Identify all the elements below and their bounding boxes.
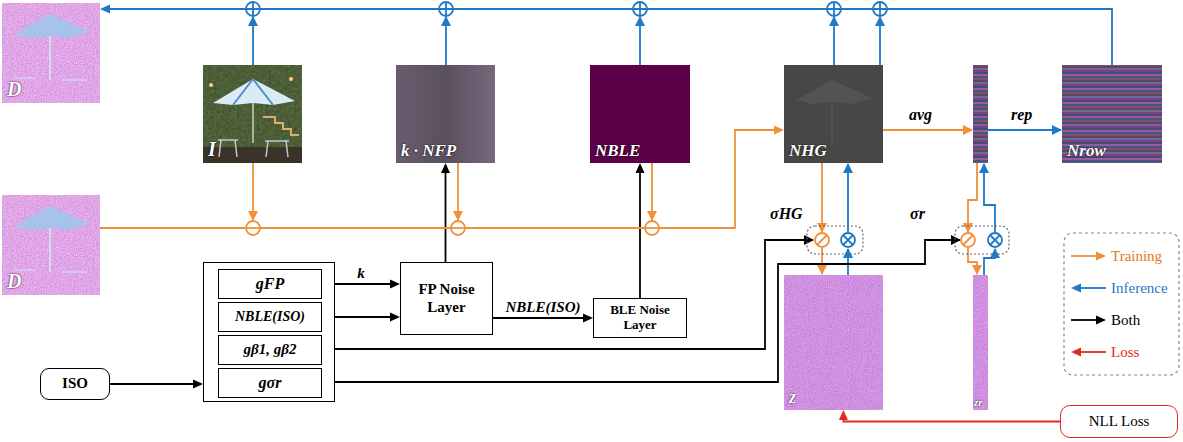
row-noise-image: [1062, 65, 1162, 163]
process-box: ISO: [40, 368, 110, 400]
noisy-image: [2, 3, 100, 103]
arrow-head: [1096, 316, 1106, 325]
box-label: ISO: [62, 375, 88, 392]
process-box: gβ1, gβ2: [218, 335, 322, 365]
image-tile: NBLE: [590, 65, 690, 163]
process-box: NBLE(ISO): [218, 302, 322, 332]
image-label: Nrow: [1067, 141, 1106, 161]
operator-label: σr: [910, 205, 925, 223]
image-tile: D: [2, 3, 100, 103]
process-box: gFP: [218, 269, 322, 299]
process-box: BLE Noise Layer: [593, 298, 687, 338]
image-label: D: [7, 270, 21, 293]
subtract-symbols: [246, 221, 659, 235]
operator-label: rep: [1011, 106, 1032, 124]
process-box: FP Noise Layer: [400, 262, 493, 335]
operator-group: [807, 226, 863, 254]
arrow-head: [390, 313, 400, 322]
arrow-head: [583, 314, 593, 323]
operator-label: σHG: [770, 205, 803, 223]
legend-sample: [1071, 284, 1106, 293]
connector: [441, 163, 450, 262]
connector: [839, 410, 1060, 422]
box-label: NBLE(ISO): [235, 309, 305, 325]
box-label: FP Noise Layer: [405, 281, 488, 316]
operator-label: avg: [909, 106, 932, 124]
image-tile: D: [2, 195, 100, 295]
clean-image: [203, 65, 302, 163]
legend-line: [1071, 319, 1098, 321]
arrow-head: [636, 163, 645, 173]
legend-label: Inference: [1111, 280, 1168, 297]
black-level-image: [590, 65, 690, 163]
image-label: NBLE: [595, 141, 640, 161]
connector-line: [108, 9, 1112, 65]
connector: [636, 163, 645, 298]
connector-line: [843, 418, 1060, 422]
arrow-head: [1071, 348, 1081, 357]
image-label: zr: [974, 396, 983, 409]
connector-line: [110, 383, 195, 385]
arrow-head: [100, 5, 110, 14]
add-symbols: [246, 2, 887, 16]
image-label: k · NFP: [401, 141, 456, 161]
edge-label: NBLE(ISO): [503, 299, 582, 316]
arrow-head: [441, 163, 450, 173]
box-label: gFP: [256, 275, 284, 293]
image-tile: Nrow: [1062, 65, 1162, 163]
legend-sample: [1071, 316, 1106, 325]
legend-line: [1079, 351, 1106, 353]
arrow-head: [774, 126, 784, 135]
connector-line: [445, 171, 447, 262]
legend-frame: [1064, 233, 1179, 375]
divide-symbols: [815, 233, 975, 247]
legend-sample: [1071, 252, 1106, 261]
function-group: gFP NBLE(ISO) gβ1, gβ2 gσr: [203, 262, 335, 402]
legend-line: [1079, 287, 1106, 289]
latent-noise-image: [784, 275, 883, 410]
row-average-image: [973, 65, 988, 163]
connector: [110, 380, 203, 389]
image-tile: z: [784, 275, 883, 410]
image-tile: I: [203, 65, 302, 163]
box-label: NLL Loss: [1089, 413, 1150, 430]
legend-label: Training: [1111, 248, 1162, 265]
image-label: z: [789, 387, 796, 408]
arrow-head: [1071, 284, 1081, 293]
noisy-image: [2, 195, 100, 295]
connector-line: [493, 317, 585, 319]
legend-sample: [1071, 348, 1106, 357]
box-label: BLE Noise Layer: [598, 303, 682, 333]
legend-line: [1071, 255, 1098, 257]
image-label: I: [208, 138, 216, 161]
process-box: gσr: [218, 368, 322, 398]
image-label: NHG: [789, 141, 827, 161]
box-label: gβ1, gβ2: [244, 341, 297, 358]
legend-label: Loss: [1111, 344, 1139, 361]
multiply-symbols: [841, 233, 1002, 247]
legend-label: Both: [1111, 312, 1140, 329]
edge-label: k: [355, 265, 367, 282]
wires: [253, 17, 1061, 382]
box-label: gσr: [259, 374, 282, 392]
arrow-head: [390, 280, 400, 289]
arrow-head: [839, 410, 848, 420]
arrow-head: [1096, 252, 1106, 261]
connector-line: [639, 171, 641, 298]
image-label: D: [7, 78, 21, 101]
latent-row-image: [973, 275, 988, 410]
image-tile: NHG: [784, 65, 883, 163]
image-tile: zr: [973, 275, 988, 410]
fixed-pattern-noise-image: [396, 65, 495, 163]
image-tile: k · NFP: [396, 65, 495, 163]
operator-group: [955, 226, 1009, 254]
process-box: NLL Loss: [1060, 405, 1178, 438]
heteroscedastic-noise-image: [784, 65, 883, 163]
arrow-head: [193, 380, 203, 389]
